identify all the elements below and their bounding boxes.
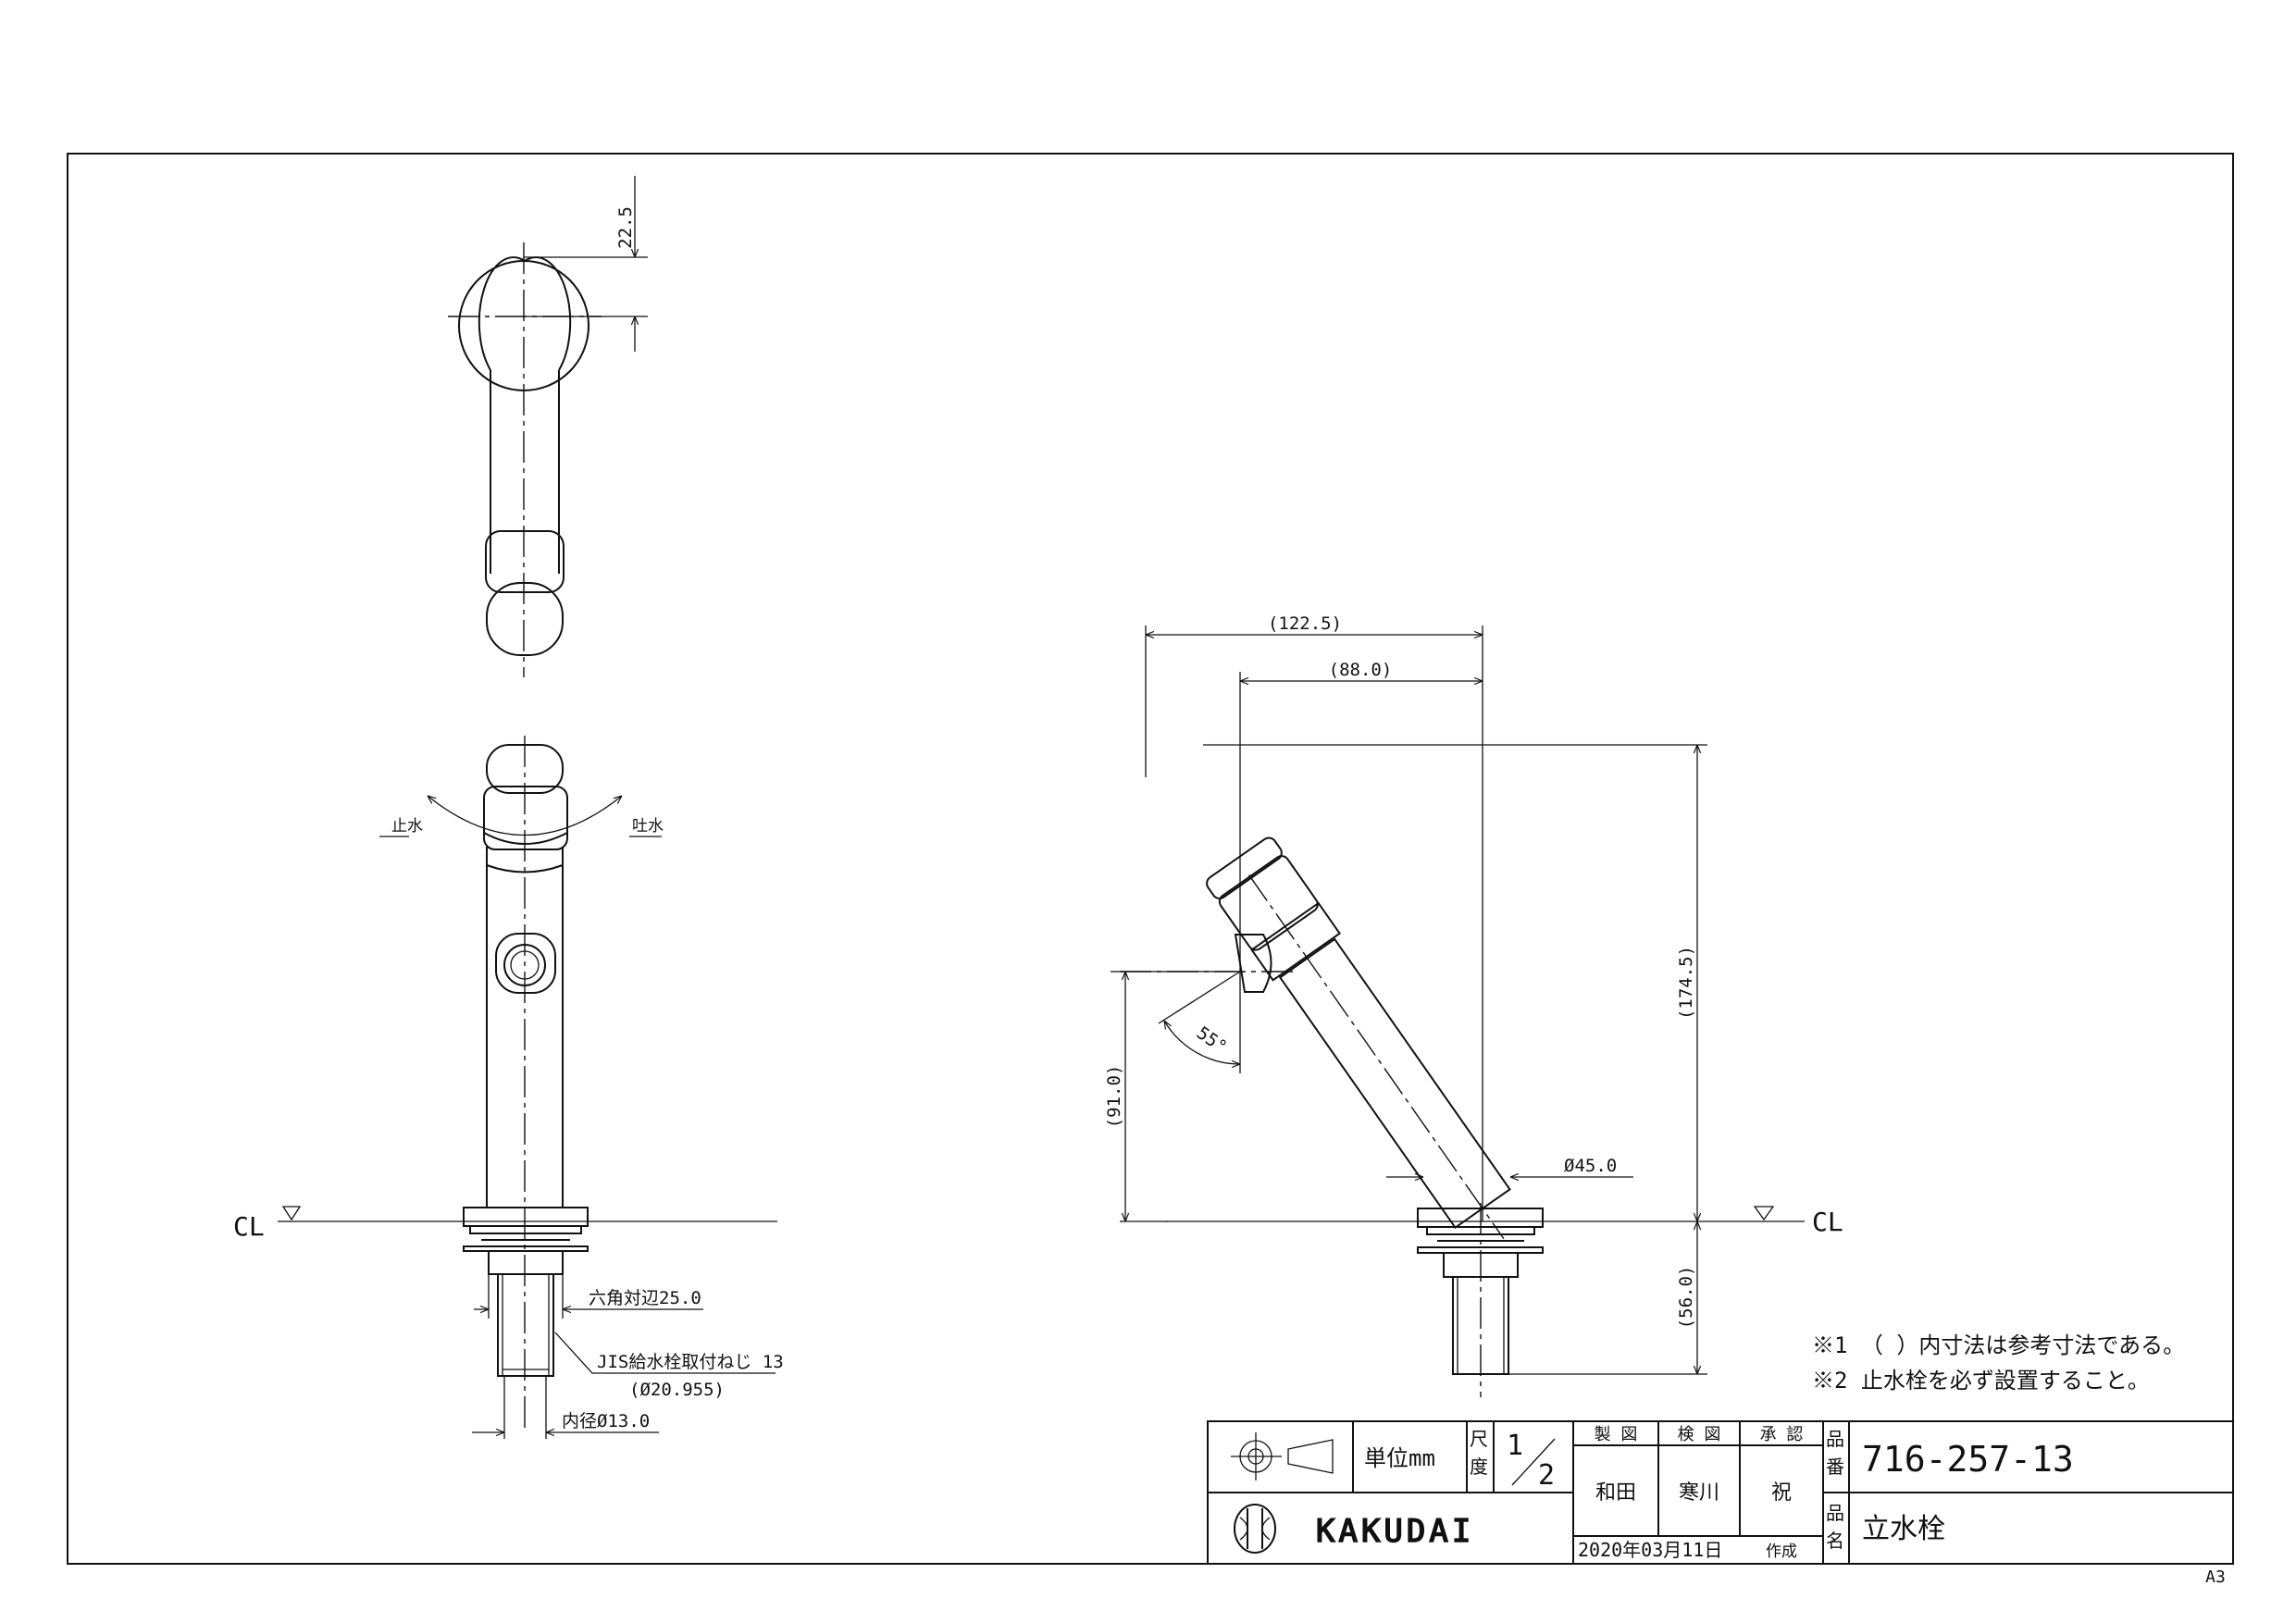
dim-inner-dia: 内径Ø13.0 [562,1411,650,1431]
note-2: ※2 止水栓を必ず設置すること。 [1812,1368,2150,1394]
third-angle-projection-icon [1231,1432,1334,1481]
unit-label: 単位mm [1364,1445,1435,1471]
front-view: 止水 吐水 CL 六角対辺25.0 JIS給水栓取付ねじ 13 (Ø20.955… [233,736,784,1439]
sheet-size-label: A3 [2205,1567,2226,1587]
label-discharge: 吐水 [632,817,664,836]
part-number: 716-257-13 [1862,1439,2074,1480]
dim-below-cl: (56.0) [1676,1266,1696,1330]
dim-hex: 六角対辺25.0 [589,1288,701,1308]
label-stop-water: 止水 [391,817,423,836]
part-no-label-1: 品 [1826,1428,1844,1450]
brand-name: KAKUDAI [1316,1513,1474,1550]
dim-height-total: (174.5) [1676,946,1696,1020]
dim-diameter-body: Ø45.0 [1564,1156,1617,1176]
dim-width-total: (122.5) [1268,613,1342,634]
dim-jis-thread: JIS給水栓取付ねじ 13 [597,1352,784,1372]
created-date: 2020年03月11日 [1578,1539,1722,1561]
scale-denominator: 2 [1538,1459,1555,1492]
scale-label-2: 度 [1470,1456,1488,1478]
note-1: ※1 （ ）内寸法は参考寸法である。 [1812,1332,2185,1358]
dim-top-offset: 22.5 [615,206,636,249]
approved-by: 祝 [1771,1481,1792,1505]
created-label: 作成 [1766,1542,1797,1561]
dim-thread-dia: (Ø20.955) [629,1380,725,1400]
kakudai-logo-icon [1234,1504,1276,1554]
scale-numerator: 1 [1507,1430,1523,1462]
part-name: 立水栓 [1862,1513,1945,1545]
drawn-by: 和田 [1595,1481,1636,1505]
dim-angle: 55° [1193,1022,1231,1058]
dim-height-outlet: (91.0) [1104,1065,1124,1129]
checked-label: 検 図 [1678,1425,1721,1444]
side-view: CL (122.5) (88.0) (174.5) (56.0) (91.0) … [1104,613,1843,1397]
dim-width-spout: (88.0) [1329,660,1393,680]
cl-right-label: CL [1812,1207,1843,1237]
sheet-frame [67,153,2234,1565]
part-name-label-1: 品 [1826,1502,1844,1524]
part-no-label-2: 番 [1826,1456,1844,1478]
cl-left-label: CL [233,1211,265,1242]
part-name-label-2: 名 [1826,1530,1844,1552]
title-block: 単位mm 尺 度 1 2 製 図 検 図 承 認 和田 寒川 祝 品 番 716… [1207,1420,2234,1565]
top-view: 22.5 [448,176,648,677]
drawn-label: 製 図 [1595,1425,1638,1444]
checked-by: 寒川 [1679,1481,1719,1505]
approved-label: 承 認 [1760,1425,1804,1444]
scale-label-1: 尺 [1470,1428,1488,1450]
